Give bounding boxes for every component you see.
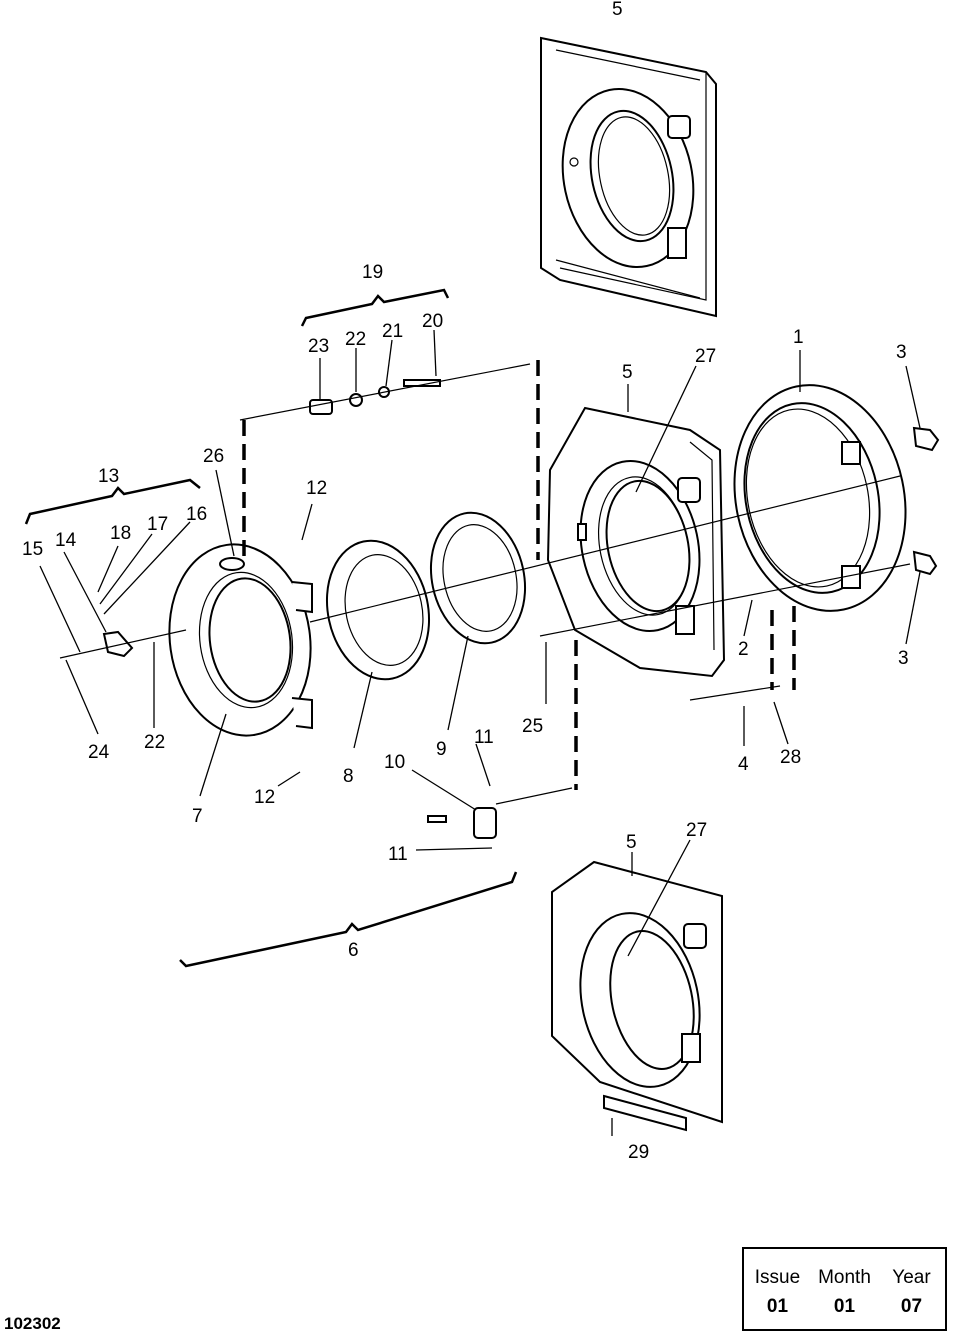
callout-7: 7 (192, 806, 203, 827)
callout-22-top: 22 (345, 329, 366, 350)
kick-strip (603, 1094, 687, 1132)
callout-24: 24 (88, 742, 110, 763)
door-glass (325, 539, 431, 681)
callout-labels: 5 19 20 23 22 21 1 3 5 27 26 13 12 16 17… (22, 0, 909, 1163)
callout-13: 13 (98, 466, 119, 487)
drawing-number: 102302 (4, 1314, 61, 1333)
callout-12-top: 12 (306, 478, 327, 499)
leader-lines (39, 329, 921, 1136)
revision-issue: 01 (766, 1296, 789, 1317)
dashed-connectors (242, 360, 796, 790)
revision-values: 01 01 07 (744, 1296, 945, 1318)
callout-27-bottom: 27 (686, 820, 707, 841)
revision-month: 01 (833, 1296, 856, 1317)
callout-10: 10 (384, 752, 405, 773)
callout-23: 23 (308, 336, 329, 357)
callout-2: 2 (738, 639, 749, 660)
callout-22-bottom: 22 (144, 732, 165, 753)
callout-3-top: 3 (896, 342, 907, 363)
callout-25: 25 (522, 716, 543, 737)
door-gasket (429, 511, 527, 645)
callout-17: 17 (147, 514, 168, 535)
door-handle (102, 630, 134, 658)
revision-year: 07 (900, 1296, 923, 1317)
callout-6: 6 (348, 940, 359, 961)
callout-11-bottom: 11 (388, 844, 408, 865)
callout-26: 26 (203, 446, 224, 467)
callout-8: 8 (343, 766, 354, 787)
callout-28: 28 (780, 747, 801, 768)
revision-box: Issue Month Year 01 01 07 (742, 1247, 947, 1331)
callout-4: 4 (738, 754, 749, 775)
revision-header-year: Year (892, 1267, 931, 1288)
callout-18: 18 (110, 523, 131, 544)
bracket-upper (912, 426, 940, 452)
callout-21: 21 (382, 321, 403, 342)
callout-27-top: 27 (695, 346, 716, 367)
callout-15: 15 (22, 539, 43, 560)
assembly-lines (59, 363, 911, 805)
callout-20: 20 (422, 311, 443, 332)
front-panel-middle (546, 406, 726, 678)
door-ring (168, 543, 313, 737)
callout-1: 1 (793, 327, 804, 348)
callout-5-top: 5 (612, 0, 623, 20)
callout-5-middle: 5 (622, 362, 633, 383)
callout-19: 19 (362, 262, 383, 283)
revision-header-issue: Issue (754, 1267, 801, 1288)
callout-29: 29 (628, 1142, 649, 1163)
callout-5-bottom: 5 (626, 832, 637, 853)
callout-12-bottom: 12 (254, 787, 275, 808)
callout-9: 9 (436, 739, 447, 760)
bracket-lower (912, 550, 938, 576)
callout-3-bottom: 3 (898, 648, 909, 669)
callout-16: 16 (186, 504, 207, 525)
hinge (427, 807, 497, 839)
braces (24, 288, 518, 968)
front-panel-bottom (551, 860, 723, 1124)
callout-14: 14 (55, 530, 77, 551)
outer-ring (733, 384, 907, 612)
revision-headers: Issue Month Year (744, 1267, 945, 1289)
front-panel-top (540, 36, 717, 318)
callout-11-top: 11 (474, 727, 494, 748)
revision-header-month: Month (818, 1267, 871, 1288)
